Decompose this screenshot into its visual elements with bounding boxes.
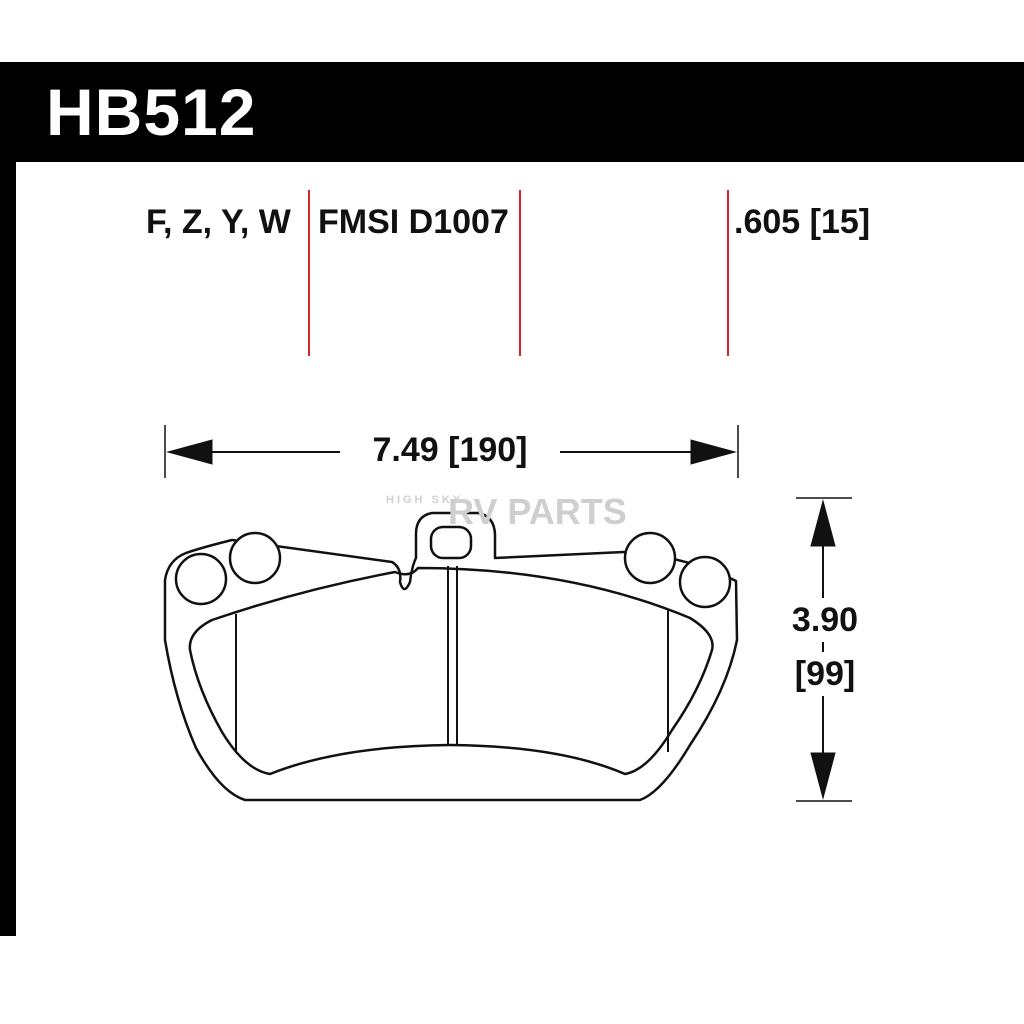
friction-material-outline bbox=[188, 566, 714, 776]
width-dimension-label: 7.49 [190] bbox=[340, 426, 560, 474]
compound-codes: F, Z, Y, W bbox=[146, 203, 291, 241]
arrow-left-icon bbox=[166, 439, 213, 465]
height-dimension-mm: [99] bbox=[770, 652, 880, 696]
separator-line-1 bbox=[308, 190, 310, 356]
fmsi-number: FMSI D1007 bbox=[318, 203, 509, 241]
lug-right-outer bbox=[678, 555, 732, 609]
lug-left-outer bbox=[174, 552, 228, 606]
watermark-small-text: HIGH SKY bbox=[386, 494, 464, 506]
separator-line-3 bbox=[727, 190, 729, 356]
arrow-up-icon bbox=[810, 499, 836, 547]
height-dimension-inches: 3.90 bbox=[770, 598, 880, 642]
tab-hole bbox=[429, 525, 473, 560]
arrow-down-icon bbox=[810, 752, 836, 800]
arrow-right-icon bbox=[690, 439, 737, 465]
separator-line-2 bbox=[519, 190, 521, 356]
part-number-title: HB512 bbox=[46, 75, 257, 149]
lug-left-inner bbox=[228, 531, 282, 585]
header-bar bbox=[0, 62, 1024, 162]
lug-right-inner bbox=[623, 531, 677, 585]
height-dimension bbox=[796, 497, 852, 802]
left-rule bbox=[0, 62, 16, 936]
watermark-brand-text: RV PARTS bbox=[448, 491, 627, 532]
pad-thickness: .605 [15] bbox=[734, 203, 871, 241]
